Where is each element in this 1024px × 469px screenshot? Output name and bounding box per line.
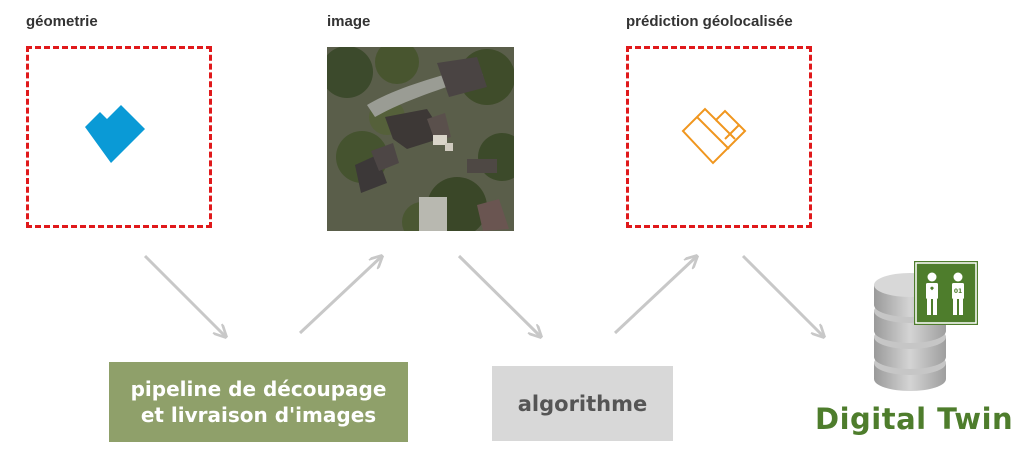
geometry-label: géometrie <box>26 13 98 30</box>
building-footprint-icon <box>85 105 145 163</box>
pipeline-text-line1: pipeline de découpage <box>130 377 387 401</box>
geometry-panel <box>26 46 212 228</box>
digital-twin-title: Digital Twin <box>815 402 1014 436</box>
database-icon: 01 <box>874 261 978 391</box>
aerial-image <box>327 47 514 231</box>
arrow-prediction-to-digital-twin <box>741 254 823 336</box>
image-label: image <box>327 13 371 30</box>
arrow-image-to-algorithm <box>457 254 540 336</box>
pipeline-box: pipeline de découpage et livraison d'ima… <box>109 362 408 442</box>
pipeline-text-line2: et livraison d'images <box>140 403 377 427</box>
arrow-algorithm-to-prediction <box>613 257 696 335</box>
arrow-pipeline-to-image <box>298 257 381 335</box>
prediction-panel <box>626 46 812 228</box>
algorithm-box: algorithme <box>492 366 673 441</box>
prediction-label: prédiction géolocalisée <box>626 13 793 30</box>
twins-badge-icon: 01 <box>914 261 978 325</box>
predicted-footprint-icon <box>681 107 747 165</box>
algorithm-text: algorithme <box>517 391 648 416</box>
badge-binary-text: 01 <box>954 288 962 295</box>
arrow-geometry-to-pipeline <box>143 254 225 336</box>
aerial-photo <box>327 47 514 231</box>
